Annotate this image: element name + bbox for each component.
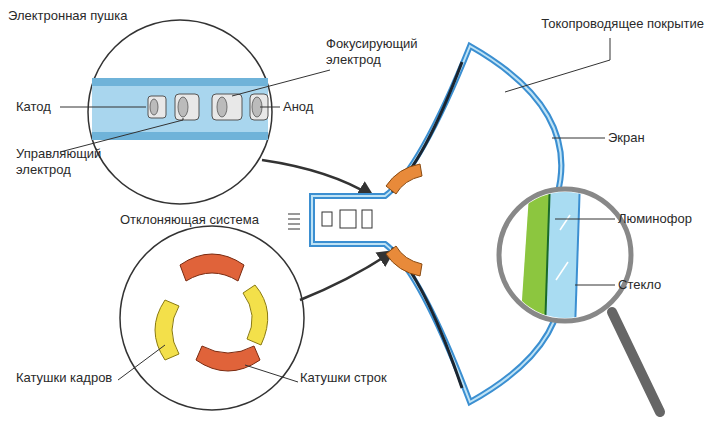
part-label: Катод	[16, 99, 51, 115]
part-label: Люминофор	[618, 211, 692, 227]
part-label: Катушки строк	[300, 370, 387, 386]
part-label: Стекло	[618, 277, 661, 293]
part-label: Отклоняющая система	[120, 212, 259, 228]
part-label: Анод	[283, 99, 313, 115]
part-label: Катушки кадров	[16, 370, 112, 386]
inset-title: Электронная пушка	[8, 8, 127, 24]
part-label: Токопроводящее покрытие	[541, 16, 704, 32]
part-label: Экран	[608, 130, 645, 146]
part-label: Фокусирующий электрод	[326, 36, 426, 68]
part-label: Управляющий электрод	[16, 146, 116, 178]
